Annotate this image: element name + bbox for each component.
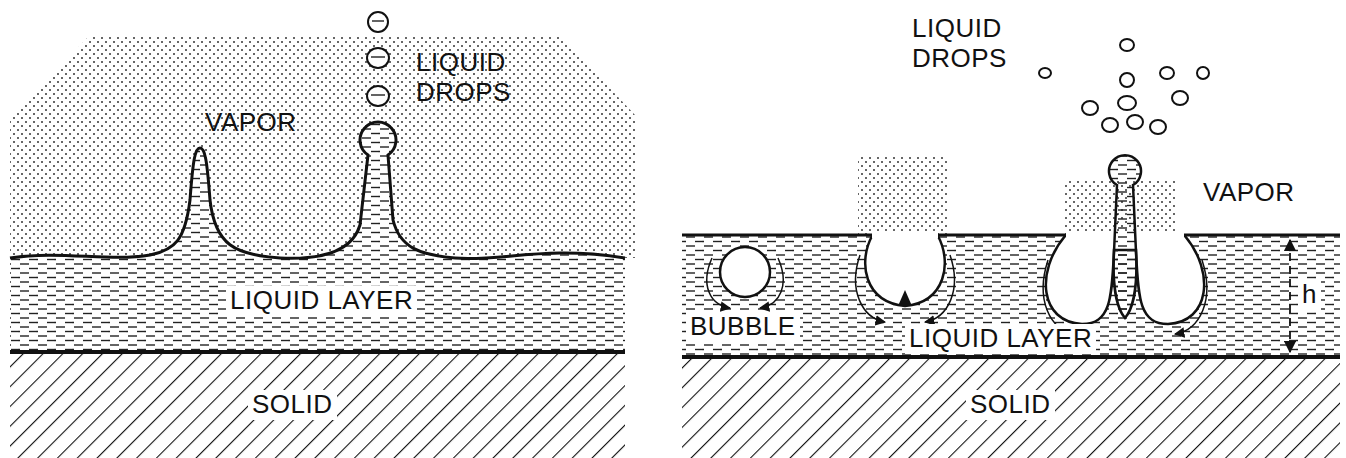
bursting-bubble-cusp (898, 290, 912, 306)
solid-wall (682, 357, 1340, 458)
bubble-opening (872, 233, 938, 238)
liquid-drops (367, 12, 389, 106)
region-label: LIQUID LAYER (905, 324, 1096, 354)
region-label: BUBBLE (686, 312, 800, 342)
region-label: LIQUID DROPS (416, 48, 536, 108)
bursting-bubble (865, 236, 945, 306)
liquid-layer (682, 235, 1282, 357)
region-label: SOLID (966, 390, 1055, 420)
region-label: LIQUID LAYER (226, 286, 417, 316)
liquid-surface (10, 122, 625, 259)
liquid-layer (10, 122, 625, 352)
solid-wall (10, 352, 625, 458)
region-label: LIQUID DROPS (912, 14, 1032, 74)
vapor-patch (858, 155, 948, 235)
wall-surface (682, 355, 1340, 359)
vapor-region (10, 35, 635, 258)
drop-dashes (371, 21, 385, 95)
liquid-surface (682, 234, 1340, 237)
liquid-layer-fill (10, 122, 625, 352)
region-label: VAPOR (1203, 178, 1295, 208)
liquid-drops (1039, 39, 1209, 134)
dimension-label: h (1298, 280, 1321, 310)
wall-surface (10, 350, 625, 354)
thickness-dimension (1289, 240, 1291, 352)
region-label: SOLID (248, 390, 337, 420)
liquid-layer (1282, 235, 1340, 357)
region-label: VAPOR (205, 108, 297, 138)
liquid-jet (1109, 155, 1141, 318)
vapor-bubble (720, 247, 770, 297)
